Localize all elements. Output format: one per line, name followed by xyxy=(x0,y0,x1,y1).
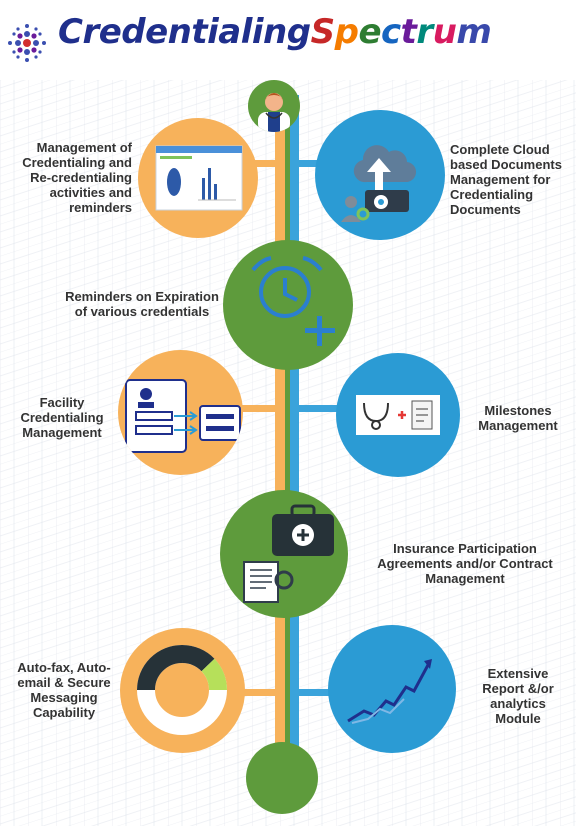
title-letter: p xyxy=(334,12,359,52)
title-letter: c xyxy=(381,12,401,52)
title-letter: e xyxy=(358,12,381,52)
spectrum-logo xyxy=(8,24,46,62)
stethoscope-checklist-icon xyxy=(356,395,440,435)
branch-right-2 xyxy=(297,405,342,412)
feature-node-facility-credentialing xyxy=(118,350,243,475)
cloud-upload-icon xyxy=(341,145,417,222)
medical-bag-document-icon xyxy=(243,504,334,603)
feature-label-insurance-participation: Insurance Participation Agreements and/o… xyxy=(377,541,553,586)
branch-left-2 xyxy=(236,405,278,412)
timeline-end-node xyxy=(246,742,318,814)
timeline-stem-green xyxy=(285,95,290,785)
feature-label-cloud-documents: Complete Cloud based Documents Managemen… xyxy=(450,142,562,217)
donut-gauge-icon xyxy=(137,644,228,735)
feature-label-credentialing-management: Management of Credentialing and Re-crede… xyxy=(22,140,132,215)
doctor-icon xyxy=(258,93,290,132)
timeline-stem-blue xyxy=(290,95,299,785)
branch-left-3 xyxy=(236,689,278,696)
title-part-spectrum: Spectrum xyxy=(311,12,492,52)
title-letter: S xyxy=(310,12,336,52)
feature-node-insurance-participation xyxy=(220,490,348,618)
title-letter: m xyxy=(456,12,492,52)
doctor-avatar-node xyxy=(248,80,300,132)
feature-label-facility-credentialing: Facility Credentialing Management xyxy=(20,395,104,440)
feature-label-expiration-reminders: Reminders on Expiration of various crede… xyxy=(65,289,219,319)
feature-label-milestones: Milestones Management xyxy=(478,403,558,433)
profile-flow-icon xyxy=(125,379,241,453)
branch-right-3 xyxy=(297,689,342,696)
title-letter: r xyxy=(416,12,433,52)
title-letter: t xyxy=(400,12,417,52)
feature-label-messaging: Auto-fax, Auto-email & Secure Messaging … xyxy=(17,660,111,720)
feature-node-milestones xyxy=(336,353,460,477)
feature-node-credentialing-management xyxy=(138,118,258,238)
feature-label-reporting: Extensive Report &/or analytics Module xyxy=(482,666,554,726)
feature-node-expiration-reminders xyxy=(223,240,353,370)
title-letter: u xyxy=(432,12,457,52)
feature-node-messaging xyxy=(120,628,245,753)
alarm-clock-plus-icon xyxy=(251,256,335,346)
dashboard-screenshot-icon xyxy=(155,145,243,211)
page-title: CredentialingSpectrum xyxy=(58,12,492,52)
timeline-stem-orange xyxy=(275,95,285,785)
feature-node-cloud-documents xyxy=(315,110,445,240)
trend-chart-icon xyxy=(347,659,432,724)
title-part-credentialing: Credentialing xyxy=(58,12,311,52)
feature-node-reporting xyxy=(328,625,456,753)
